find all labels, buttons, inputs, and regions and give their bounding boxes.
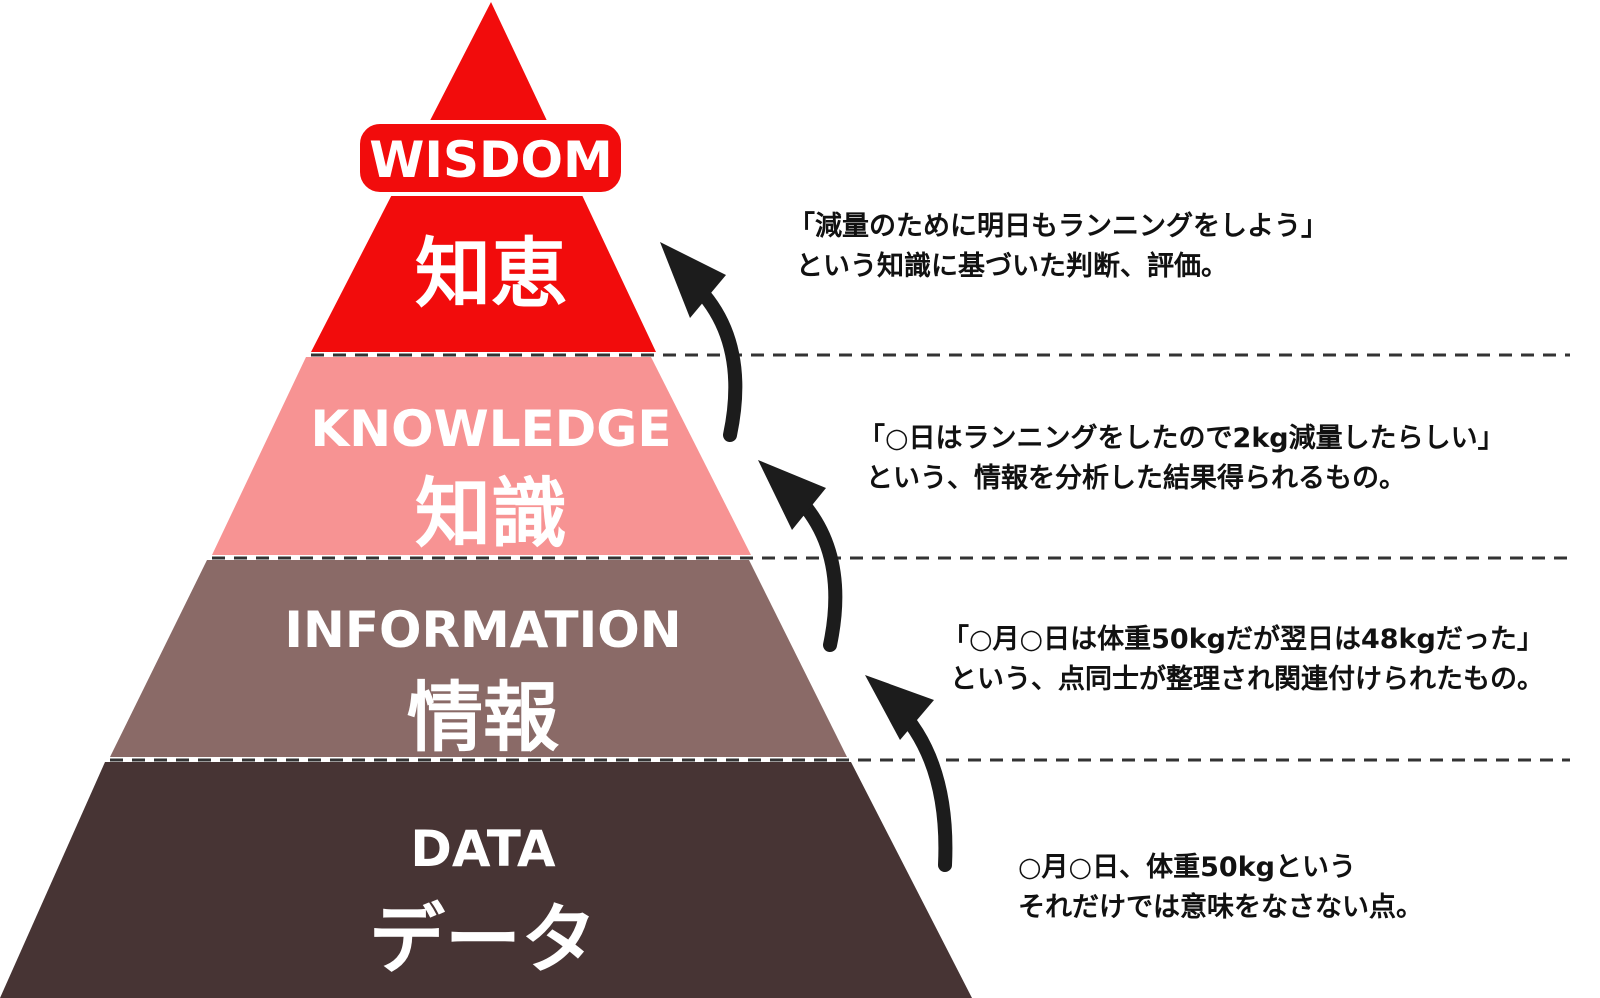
data-en-label: DATA bbox=[410, 820, 556, 878]
arrow-data-to-information-icon bbox=[865, 675, 953, 872]
arrow-knowledge-to-wisdom-icon bbox=[660, 242, 743, 442]
data-description-line-1: ○月○日、体重50kgという bbox=[1018, 852, 1356, 883]
pyramid-tier-information bbox=[110, 560, 847, 757]
knowledge-description-line-1: 「○日はランニングをしたので2kg減量したらしい」 bbox=[858, 422, 1505, 454]
wisdom-en-label: WISDOM bbox=[369, 131, 613, 189]
information-description-line-1: 「○月○日は体重50kgだが翌日は48kgだった」 bbox=[942, 623, 1544, 655]
wisdom-description-line-1: 「減量のために明日もランニングをしよう」 bbox=[788, 210, 1328, 242]
wisdom-badge bbox=[356, 120, 625, 196]
wisdom-jp-label: 知恵 bbox=[415, 229, 567, 318]
pyramid-tier-data bbox=[0, 762, 972, 998]
knowledge-description-line-2: という、情報を分析した結果得られるもの。 bbox=[866, 462, 1406, 494]
information-en-label: INFORMATION bbox=[284, 601, 681, 659]
arrow-information-to-knowledge-icon bbox=[758, 460, 843, 652]
wisdom-description-line-2: という知識に基づいた判断、評価。 bbox=[796, 250, 1228, 282]
knowledge-en-label: KNOWLEDGE bbox=[311, 400, 672, 458]
data-jp-label: データ bbox=[369, 895, 597, 984]
knowledge-jp-label: 知識 bbox=[415, 469, 567, 558]
information-description-line-2: という、点同士が整理され関連付けられたもの。 bbox=[950, 663, 1544, 695]
data-description-line-2: それだけでは意味をなさない点。 bbox=[1018, 891, 1423, 923]
information-jp-label: 情報 bbox=[407, 673, 559, 762]
pyramid-tier-knowledge bbox=[212, 357, 751, 555]
